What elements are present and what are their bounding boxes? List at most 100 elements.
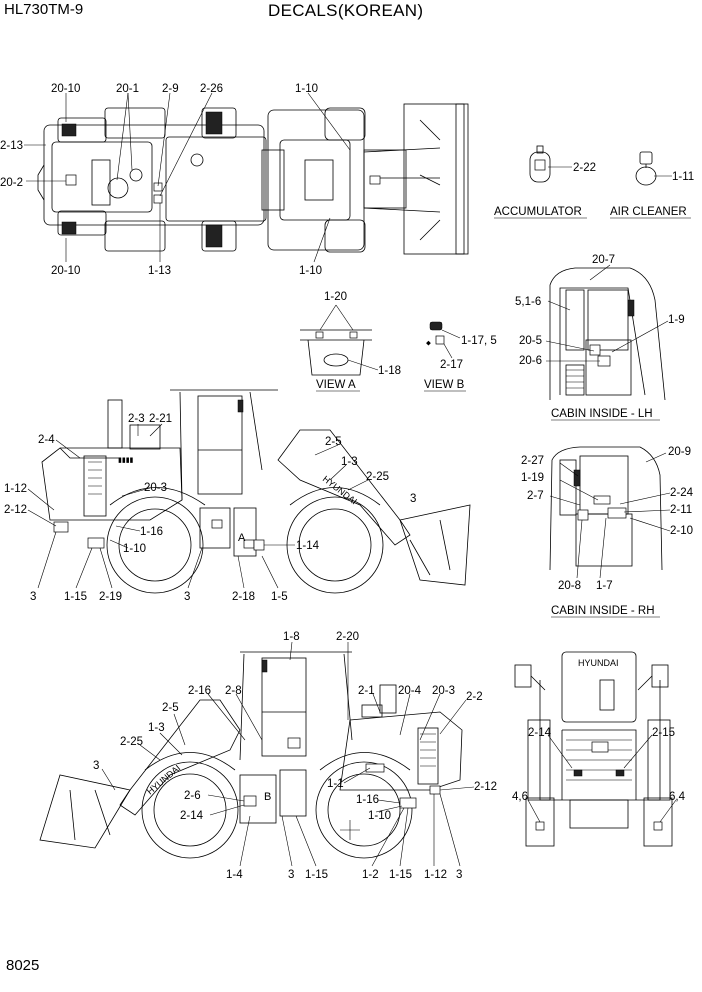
callout-20-5: 20-5	[519, 335, 542, 347]
callout-20-3-left: 20-3	[144, 482, 167, 494]
callout-2-2: 2-2	[466, 691, 483, 703]
callout-1-10-top: 1-10	[295, 83, 318, 95]
left-side-labels: 2-3 2-21 2-4 2-5 1-3 2-25 3 1-12 2-12 20…	[4, 413, 416, 603]
callout-2-25-left: 2-25	[366, 471, 389, 483]
callout-5-1-6: 5,1-6	[515, 296, 541, 308]
left-side-leaders	[27, 423, 369, 589]
callout-20-8: 20-8	[558, 580, 581, 592]
callout-1-12-left: 1-12	[4, 483, 27, 495]
callout-1-17-5: 1-17, 5	[461, 335, 497, 347]
callout-2-21: 2-21	[149, 413, 172, 425]
callout-1-14: 1-14	[296, 540, 320, 552]
callout-1-10-bottom: 1-10	[299, 265, 322, 277]
callout-20-10-top: 20-10	[51, 83, 80, 95]
callout-2-26: 2-26	[200, 83, 223, 95]
accumulator-detail: 2-22 ACCUMULATOR	[494, 145, 596, 219]
callout-2-14-rear: 2-14	[528, 727, 552, 739]
caption-cabin-rh: CABIN INSIDE - RH	[551, 605, 655, 617]
page-number: 8025	[6, 957, 40, 974]
top-view-labels: 20-10 20-1 2-9 2-26 1-10 2-13 20-2 20-10…	[0, 83, 322, 277]
callout-2-4: 2-4	[38, 434, 55, 446]
caption-view-a: VIEW A	[316, 379, 356, 391]
model-number: HL730TM-9	[4, 1, 84, 18]
page-title: DECALS(KOREAN)	[268, 1, 424, 20]
callout-6-4: 6,4	[669, 791, 686, 803]
view-a-detail: 1-20 1-18 VIEW A	[300, 291, 401, 392]
callout-20-10-bottom: 20-10	[51, 265, 80, 277]
callout-2-19: 2-19	[99, 591, 122, 603]
callout-1-2: 1-2	[362, 869, 379, 881]
callout-1-9: 1-9	[668, 314, 685, 326]
right-side-view: B HYUNDAI	[39, 651, 463, 859]
left-side-view: ▮▮▮▮ A HYUNDAI	[41, 389, 471, 594]
callout-2-3: 2-3	[128, 413, 145, 425]
callout-1-15-left: 1-15	[64, 591, 87, 603]
brand-text-rear: HYUNDAI	[578, 658, 619, 668]
callout-2-11: 2-11	[670, 504, 692, 516]
cabin-inside-lh: 20-7 5,1-6 1-9 20-5 20-6 CABIN INSIDE - …	[515, 254, 685, 421]
svg-text:⬥: ⬥	[426, 340, 431, 347]
rear-view: HYUNDAI 2-14 2-15 4,6 6,4	[512, 651, 686, 847]
callout-3-mid-right: 3	[288, 869, 294, 881]
callout-2-7: 2-7	[527, 490, 544, 502]
callout-1-4: 1-4	[226, 869, 243, 881]
callout-2-5-right: 2-5	[162, 702, 179, 714]
callout-2-17: 2-17	[440, 359, 463, 371]
callout-1-18: 1-18	[378, 365, 401, 377]
callout-1-15-right-a: 1-15	[305, 869, 328, 881]
callout-2-24: 2-24	[670, 487, 694, 499]
callout-1-13: 1-13	[148, 265, 171, 277]
callout-2-10: 2-10	[670, 525, 693, 537]
view-b-detail: ⬥ 1-17, 5 2-17 VIEW B	[424, 321, 497, 392]
callout-2-6: 2-6	[184, 790, 201, 802]
callout-20-7: 20-7	[592, 254, 615, 266]
view-marker-b: B	[264, 791, 271, 803]
right-side-labels: 1-8 2-20 2-16 2-8 2-1 20-4 20-3 2-2 2-5 …	[93, 631, 497, 881]
callout-20-6: 20-6	[519, 355, 542, 367]
view-marker-a: A	[238, 532, 246, 544]
callout-20-9: 20-9	[668, 446, 691, 458]
callout-1-3-right: 1-3	[148, 722, 165, 734]
callout-20-1: 20-1	[116, 83, 139, 95]
callout-1-20: 1-20	[324, 291, 347, 303]
callout-2-16: 2-16	[188, 685, 211, 697]
callout-1-12-right: 1-12	[424, 869, 447, 881]
callout-2-22: 2-22	[573, 162, 596, 174]
callout-1-3-left: 1-3	[341, 456, 358, 468]
callout-3-mid-left: 3	[184, 591, 190, 603]
caption-view-b: VIEW B	[424, 379, 465, 391]
callout-20-2: 20-2	[0, 177, 23, 189]
brand-text-right: HYUNDAI	[145, 763, 182, 797]
callout-2-13: 2-13	[0, 140, 23, 152]
callout-1-1: 1-1	[327, 778, 344, 790]
callout-1-5: 1-5	[271, 591, 288, 603]
callout-4-6: 4,6	[512, 791, 528, 803]
top-view-leaders	[24, 92, 351, 263]
callout-1-16-left: 1-16	[140, 526, 163, 538]
air-cleaner-detail: 1-11 AIR CLEANER	[610, 151, 694, 219]
caption-accumulator: ACCUMULATOR	[494, 206, 582, 218]
callout-3-front-left: 3	[30, 591, 36, 603]
callout-2-20: 2-20	[336, 631, 359, 643]
caption-air-cleaner: AIR CLEANER	[610, 206, 687, 218]
callout-2-15: 2-15	[652, 727, 675, 739]
caption-cabin-lh: CABIN INSIDE - LH	[551, 408, 653, 420]
callout-1-10-right: 1-10	[368, 810, 391, 822]
callout-3-rear-right: 3	[456, 869, 462, 881]
callout-3-bucket-left: 3	[410, 493, 416, 505]
callout-2-9: 2-9	[162, 83, 179, 95]
callout-2-14-right: 2-14	[180, 810, 204, 822]
callout-3-bucket-right: 3	[93, 760, 99, 772]
callout-1-16-right: 1-16	[356, 794, 379, 806]
svg-text:▮▮▮▮: ▮▮▮▮	[118, 457, 134, 464]
callout-2-5-left: 2-5	[325, 436, 342, 448]
callout-2-8: 2-8	[225, 685, 242, 697]
callout-1-19: 1-19	[521, 472, 544, 484]
callout-2-12-right: 2-12	[474, 781, 497, 793]
top-view	[37, 103, 469, 255]
callout-1-11: 1-11	[672, 171, 694, 183]
callout-2-18: 2-18	[232, 591, 255, 603]
callout-20-4: 20-4	[398, 685, 422, 697]
callout-2-1: 2-1	[358, 685, 375, 697]
